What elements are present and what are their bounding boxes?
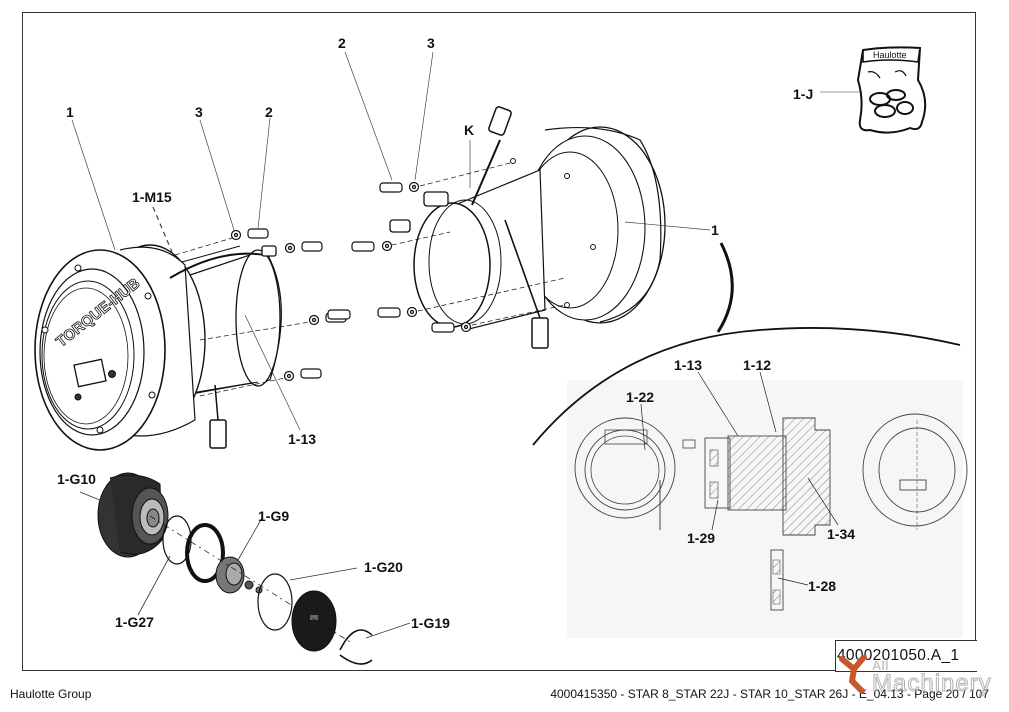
watermark-text-all: All: [872, 658, 889, 673]
callout-section-brake-detail: 1-28: [808, 578, 837, 594]
drawing-reference-box: 4000201050.A_1: [835, 640, 977, 672]
footer-document-info: 4000415350 - STAR 8_STAR 22J - STAR 10_S…: [550, 687, 989, 701]
callout-section-sensor: 1-22: [626, 389, 655, 405]
callout-section-seal: 1-12: [743, 357, 772, 373]
kit-bag-brand-label: Haulotte: [873, 50, 907, 60]
callout-kit-bag: 1-J: [793, 86, 814, 102]
callout-harness: 1-M15: [132, 189, 172, 205]
callout-section-bearing: 1-34: [827, 526, 856, 542]
callout-cable-kit: K: [464, 122, 475, 138]
callout-right-hub: 1: [711, 222, 719, 238]
cover-kit-exploded: [97, 472, 373, 665]
right-fasteners: [327, 162, 566, 333]
footer-company: Haulotte Group: [10, 687, 92, 701]
left-fasteners: [174, 228, 347, 397]
callout-cover-retaining-ring: 1-G19: [411, 615, 450, 631]
callout-cover-o-ring-large: 1-G20: [364, 559, 403, 575]
callout-section-motor: 1-13: [674, 357, 703, 373]
detail-callout-pointer: [716, 242, 734, 333]
right-leader-lines: [344, 51, 711, 231]
right-torque-hub: [389, 106, 666, 349]
section-detail-drawing: [574, 371, 968, 611]
callout-section-brake: 1-29: [687, 530, 716, 546]
left-torque-hub: [34, 244, 282, 451]
callout-top-screw: 2: [338, 35, 346, 51]
callout-left-hub: 1: [66, 104, 74, 120]
detail-callout-arc: [532, 327, 961, 446]
callout-left-motor: 1-13: [288, 431, 317, 447]
callout-cover-o-ring-small: 1-G27: [115, 614, 154, 630]
kit-bag-illustration: [820, 46, 927, 134]
callout-cover-plate: 1-G9: [258, 508, 290, 524]
callout-cover-housing: 1-G10: [57, 471, 96, 487]
left-leader-lines: [71, 117, 301, 431]
callout-top-washer: 3: [427, 35, 435, 51]
drawing-reference-number: 4000201050.A_1: [837, 647, 960, 664]
watermark-text-machinery: Machinery: [872, 670, 992, 698]
callout-left-screw: 2: [265, 104, 273, 120]
callout-left-washer: 3: [195, 104, 203, 120]
cover-kit-leader-lines: [79, 491, 411, 639]
